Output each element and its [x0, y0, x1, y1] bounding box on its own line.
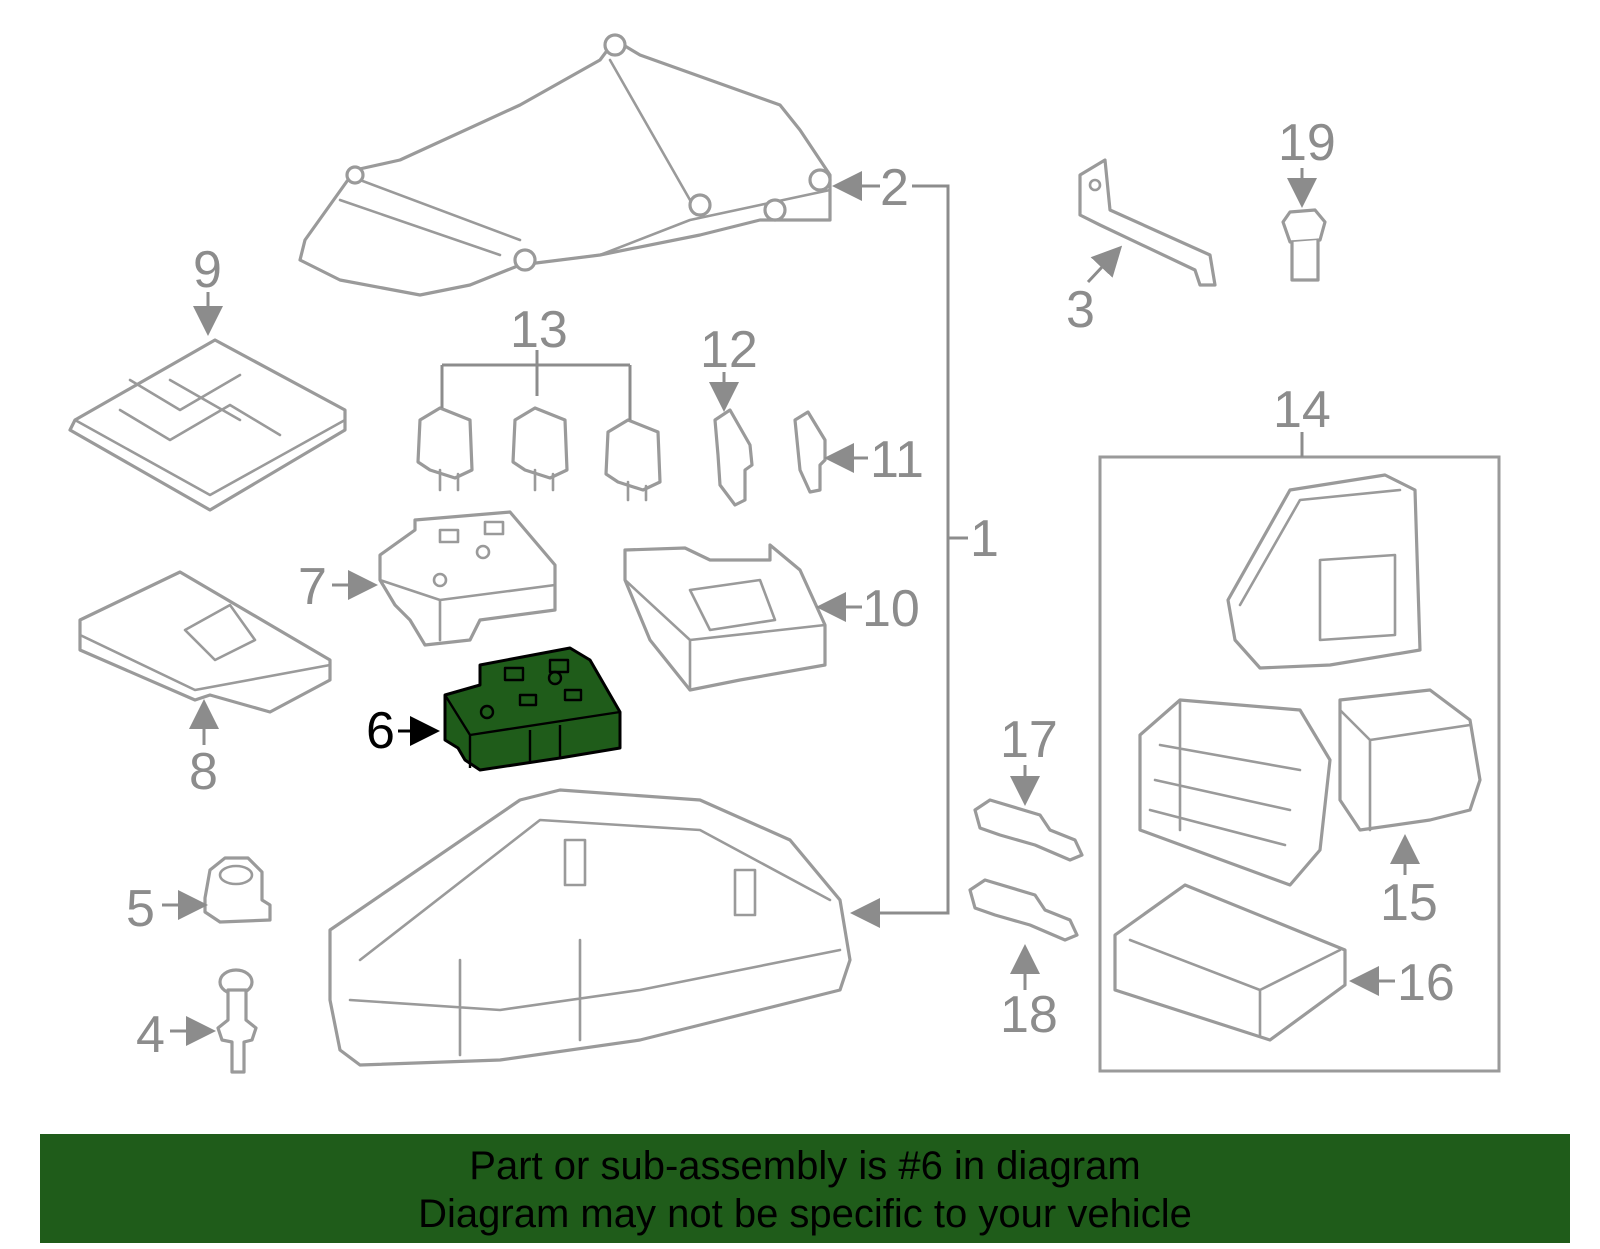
callout-17: 17: [1000, 711, 1058, 769]
callout-6: 6: [366, 702, 395, 760]
part-14-assembly-frame: [1098, 455, 1501, 1073]
callout-labels: 1 2 3 4 5 6 7 8 9 10 11 12 13 14 15 16 1…: [126, 114, 1455, 1064]
callout-4: 4: [136, 1006, 165, 1064]
part-4-stud[interactable]: [216, 968, 258, 1074]
callout-16: 16: [1397, 954, 1455, 1012]
part-14-housing[interactable]: [1138, 698, 1332, 887]
callout-11: 11: [870, 431, 924, 489]
callout-5: 5: [126, 880, 155, 938]
part-1-lower-housing[interactable]: [328, 788, 852, 1067]
part-5-grommet[interactable]: [203, 856, 272, 924]
part-12-fuse[interactable]: [713, 408, 754, 507]
callout-10: 10: [862, 580, 920, 638]
callout-19: 19: [1278, 114, 1336, 172]
part-9-plate[interactable]: [68, 338, 347, 512]
callout-15: 15: [1380, 874, 1438, 932]
part-15-relay-box[interactable]: [1338, 688, 1482, 832]
part-10-fuse-block[interactable]: [623, 543, 827, 692]
part-19-bolt[interactable]: [1281, 208, 1327, 282]
part-7-fuse-block[interactable]: [378, 510, 557, 647]
caption-bar: Part or sub-assembly is #6 in diagram Di…: [40, 1134, 1570, 1243]
part-13-relays[interactable]: [416, 406, 662, 502]
part-17-fuse[interactable]: [973, 798, 1084, 862]
callout-3: 3: [1066, 281, 1095, 339]
part-3-bracket[interactable]: [1078, 158, 1217, 287]
callout-7: 7: [298, 558, 327, 616]
part-2-top-cover[interactable]: [298, 33, 832, 297]
part-14-cover[interactable]: [1226, 473, 1422, 670]
callout-12: 12: [700, 321, 758, 379]
callout-18: 18: [1000, 986, 1058, 1044]
callout-14: 14: [1273, 381, 1331, 439]
part-6-fuse-block-highlighted[interactable]: [443, 646, 622, 772]
part-8-tray[interactable]: [78, 570, 332, 714]
callout-2: 2: [880, 159, 909, 217]
caption-line-2: Diagram may not be specific to your vehi…: [418, 1192, 1192, 1236]
callout-13: 13: [510, 301, 568, 359]
caption-line-1: Part or sub-assembly is #6 in diagram: [469, 1144, 1141, 1188]
part-16-tray[interactable]: [1113, 883, 1347, 1042]
leader-lines: [162, 168, 1420, 1046]
callout-8: 8: [189, 743, 218, 801]
callout-1: 1: [970, 510, 999, 568]
callout-9: 9: [193, 241, 222, 299]
part-11-fuse[interactable]: [793, 410, 827, 494]
part-18-fuse[interactable]: [968, 878, 1079, 942]
